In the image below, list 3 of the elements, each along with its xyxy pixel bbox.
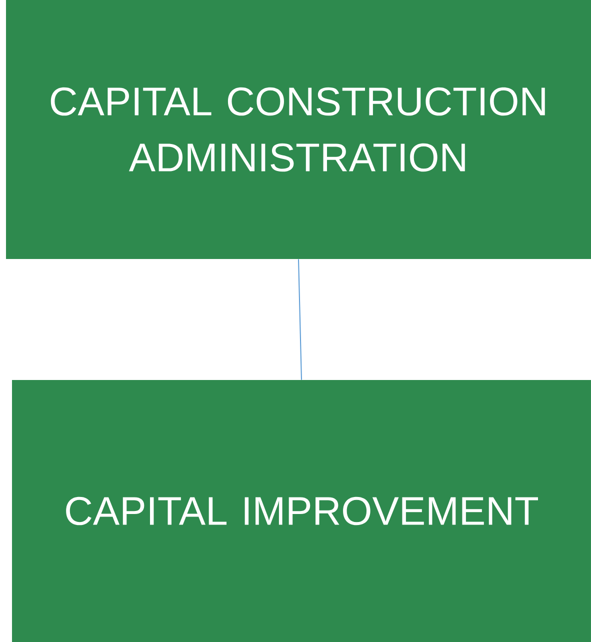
connector-line bbox=[298, 258, 302, 380]
org-box: CAPITAL CONSTRUCTION ADMINISTRATION bbox=[6, 0, 591, 259]
org-box: CAPITAL IMPROVEMENT bbox=[12, 380, 591, 642]
